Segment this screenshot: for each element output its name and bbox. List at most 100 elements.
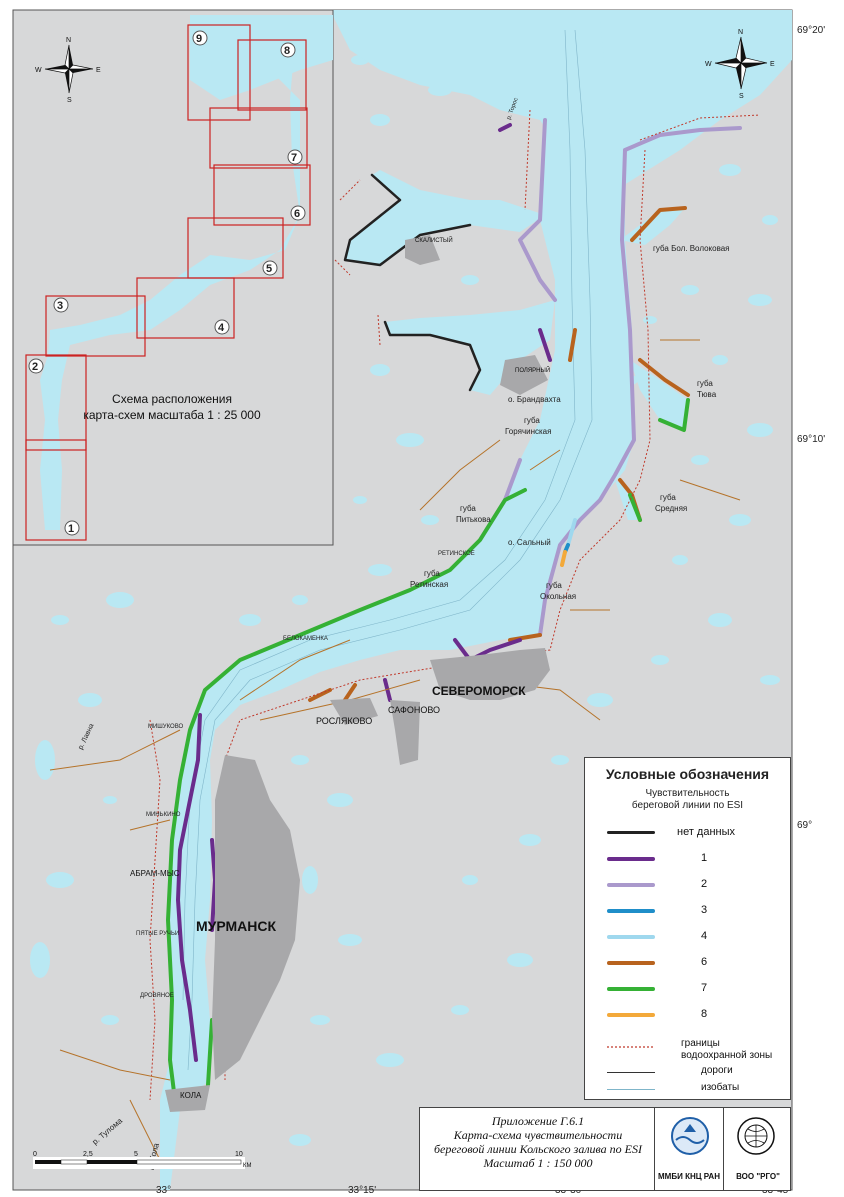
label-bay-retinskaya: губа — [424, 569, 440, 578]
legend-label: нет данных — [677, 826, 736, 838]
label-bay-vol: губа Бол. Волоковая — [653, 244, 730, 253]
legend-swatch — [607, 831, 655, 834]
label-safonovo: САФОНОВО — [388, 705, 440, 715]
inset-sheet: 6 — [294, 208, 300, 220]
bay-srednyaya — [615, 480, 640, 520]
label-rosljakovo: РОСЛЯКОВО — [316, 716, 372, 726]
legend-item: 8 — [607, 1008, 787, 1022]
scale-unit: КМ — [243, 1163, 252, 1169]
city-poljarny — [500, 355, 548, 395]
legend-swatch — [607, 987, 655, 991]
label-bay-pitkova: губа — [460, 504, 476, 513]
legend-swatch — [607, 857, 655, 861]
legend-swatch — [607, 909, 655, 913]
compass-rose: N S E W — [705, 29, 775, 100]
legend-swatch — [607, 1013, 655, 1017]
inset-sheet: 3 — [57, 300, 63, 312]
inset-sheet: 4 — [218, 322, 225, 334]
label-bay-srednyaya: губа — [660, 493, 676, 502]
legend-item: 1 — [607, 852, 787, 866]
town-skalisty — [405, 235, 440, 265]
label-belokamenka: БЕЛОКАМЕНКА — [283, 636, 328, 642]
legend-label: 2 — [701, 878, 708, 890]
city-safonovo — [390, 700, 420, 765]
lon-label: 33°15' — [348, 1185, 376, 1196]
label-severomorsk: СЕВЕРОМОРСК — [432, 684, 526, 698]
label-island-salny: о. Сальный — [508, 538, 551, 547]
label-poljarny: ПОЛЯРНЫЙ — [515, 366, 550, 374]
legend-label: 1 — [701, 852, 708, 864]
label-island-brandvahta: о. Брандвахта — [508, 395, 561, 404]
esi-4-shore — [566, 518, 577, 547]
legend-label: 3 — [701, 904, 708, 916]
label-skalisty: СКАЛИСТЫЙ — [415, 236, 453, 244]
city-murmansk — [212, 755, 300, 1080]
legend-road-swatch — [607, 1072, 655, 1073]
lat-label: 69° — [797, 820, 812, 831]
legend-swatch — [607, 961, 655, 965]
label-drovyanoe: ДРОВЯНОЕ — [140, 993, 174, 999]
legend-item: 2 — [607, 878, 787, 892]
label-kola: КОЛА — [180, 1091, 202, 1100]
label-abram-mys: АБРАМ-МЫС — [130, 869, 180, 878]
mmbi-logo-icon — [671, 1117, 709, 1155]
label-bay-goryachinskaya: Горячинская — [505, 427, 551, 436]
label-murmansk: МУРМАНСК — [196, 918, 277, 934]
compass-e: E — [770, 61, 775, 68]
legend-item: 7 — [607, 982, 787, 996]
city-rosljakovo — [330, 698, 378, 725]
lon-label: 33° — [156, 1185, 171, 1196]
org-rgo: ВОО "РГО" — [736, 1172, 780, 1181]
city-severomorsk — [430, 648, 550, 700]
isobath — [187, 29, 593, 1071]
label-bay-okolnaya: Окольная — [540, 592, 576, 601]
inset-title: карта-схем масштаба 1 : 25 000 — [83, 408, 261, 422]
org-mmbi: ММБИ КНЦ РАН — [658, 1172, 720, 1181]
inset-sheet: 8 — [284, 45, 290, 57]
inset-map: 1 2 3 4 5 6 7 8 9 Схема расположения кар… — [12, 9, 334, 546]
rgo-logo-icon — [737, 1117, 775, 1155]
label-bay-goryachinskaya: губа — [524, 416, 540, 425]
lakes — [30, 55, 780, 1154]
esi-2-shore — [538, 126, 742, 637]
compass-s: S — [67, 97, 72, 104]
esi-8-shore — [560, 550, 567, 567]
legend-swatch — [607, 883, 655, 887]
inset-compass: N S E W — [35, 37, 101, 104]
legend-swatch — [607, 935, 655, 939]
map-legend: Условные обозначения Чувствительность бе… — [584, 757, 791, 1100]
compass-w: W — [705, 61, 712, 68]
urban-areas — [165, 235, 550, 1112]
scale-tick: 0 — [33, 1151, 37, 1158]
legend-label: 7 — [701, 982, 708, 994]
label-bay-tyuva: Тюва — [697, 390, 717, 399]
label-bay-retinskaya: Ретинская — [410, 580, 448, 589]
bay-tyuva — [630, 360, 688, 430]
map-title-box: Приложение Г.6.1 Карта-схема чувствитель… — [419, 1107, 791, 1191]
bay-west-north — [345, 170, 545, 265]
inset-title: Схема расположения — [112, 392, 232, 406]
label-minkino: МИНЬКИНО — [146, 812, 181, 818]
inset-sheet: 1 — [68, 523, 74, 535]
legend-item: 6 — [607, 956, 787, 970]
kola-bay-water — [160, 20, 634, 1190]
legend-item: 3 — [607, 904, 787, 918]
town-kola — [165, 1085, 210, 1112]
legend-zone-label: границы водоохранной зоны — [681, 1038, 773, 1061]
esi-7-shore — [166, 398, 690, 1102]
legend-label: 4 — [701, 930, 708, 942]
scale-tick: 5 — [134, 1151, 138, 1158]
inset-sheet: 9 — [196, 33, 202, 45]
legend-isobath-label: изобаты — [701, 1082, 740, 1093]
legend-item: 4 — [607, 930, 787, 944]
inset-sheet: 7 — [291, 152, 297, 164]
inset-sheet: 2 — [32, 361, 38, 373]
inset-sheet: 5 — [266, 263, 272, 275]
label-bay-pitkova: Питькова — [456, 515, 491, 524]
compass-e: E — [96, 67, 101, 74]
label-pyatye-ruchi: ПЯТЫЕ РУЧЬИ — [136, 931, 179, 937]
label-retinskoe: РЕТИНСКОЕ — [438, 551, 475, 557]
map-title: Приложение Г.6.1 Карта-схема чувствитель… — [433, 1114, 643, 1170]
scale-tick: 2,5 — [83, 1151, 93, 1158]
esi-2-shore — [518, 118, 557, 302]
